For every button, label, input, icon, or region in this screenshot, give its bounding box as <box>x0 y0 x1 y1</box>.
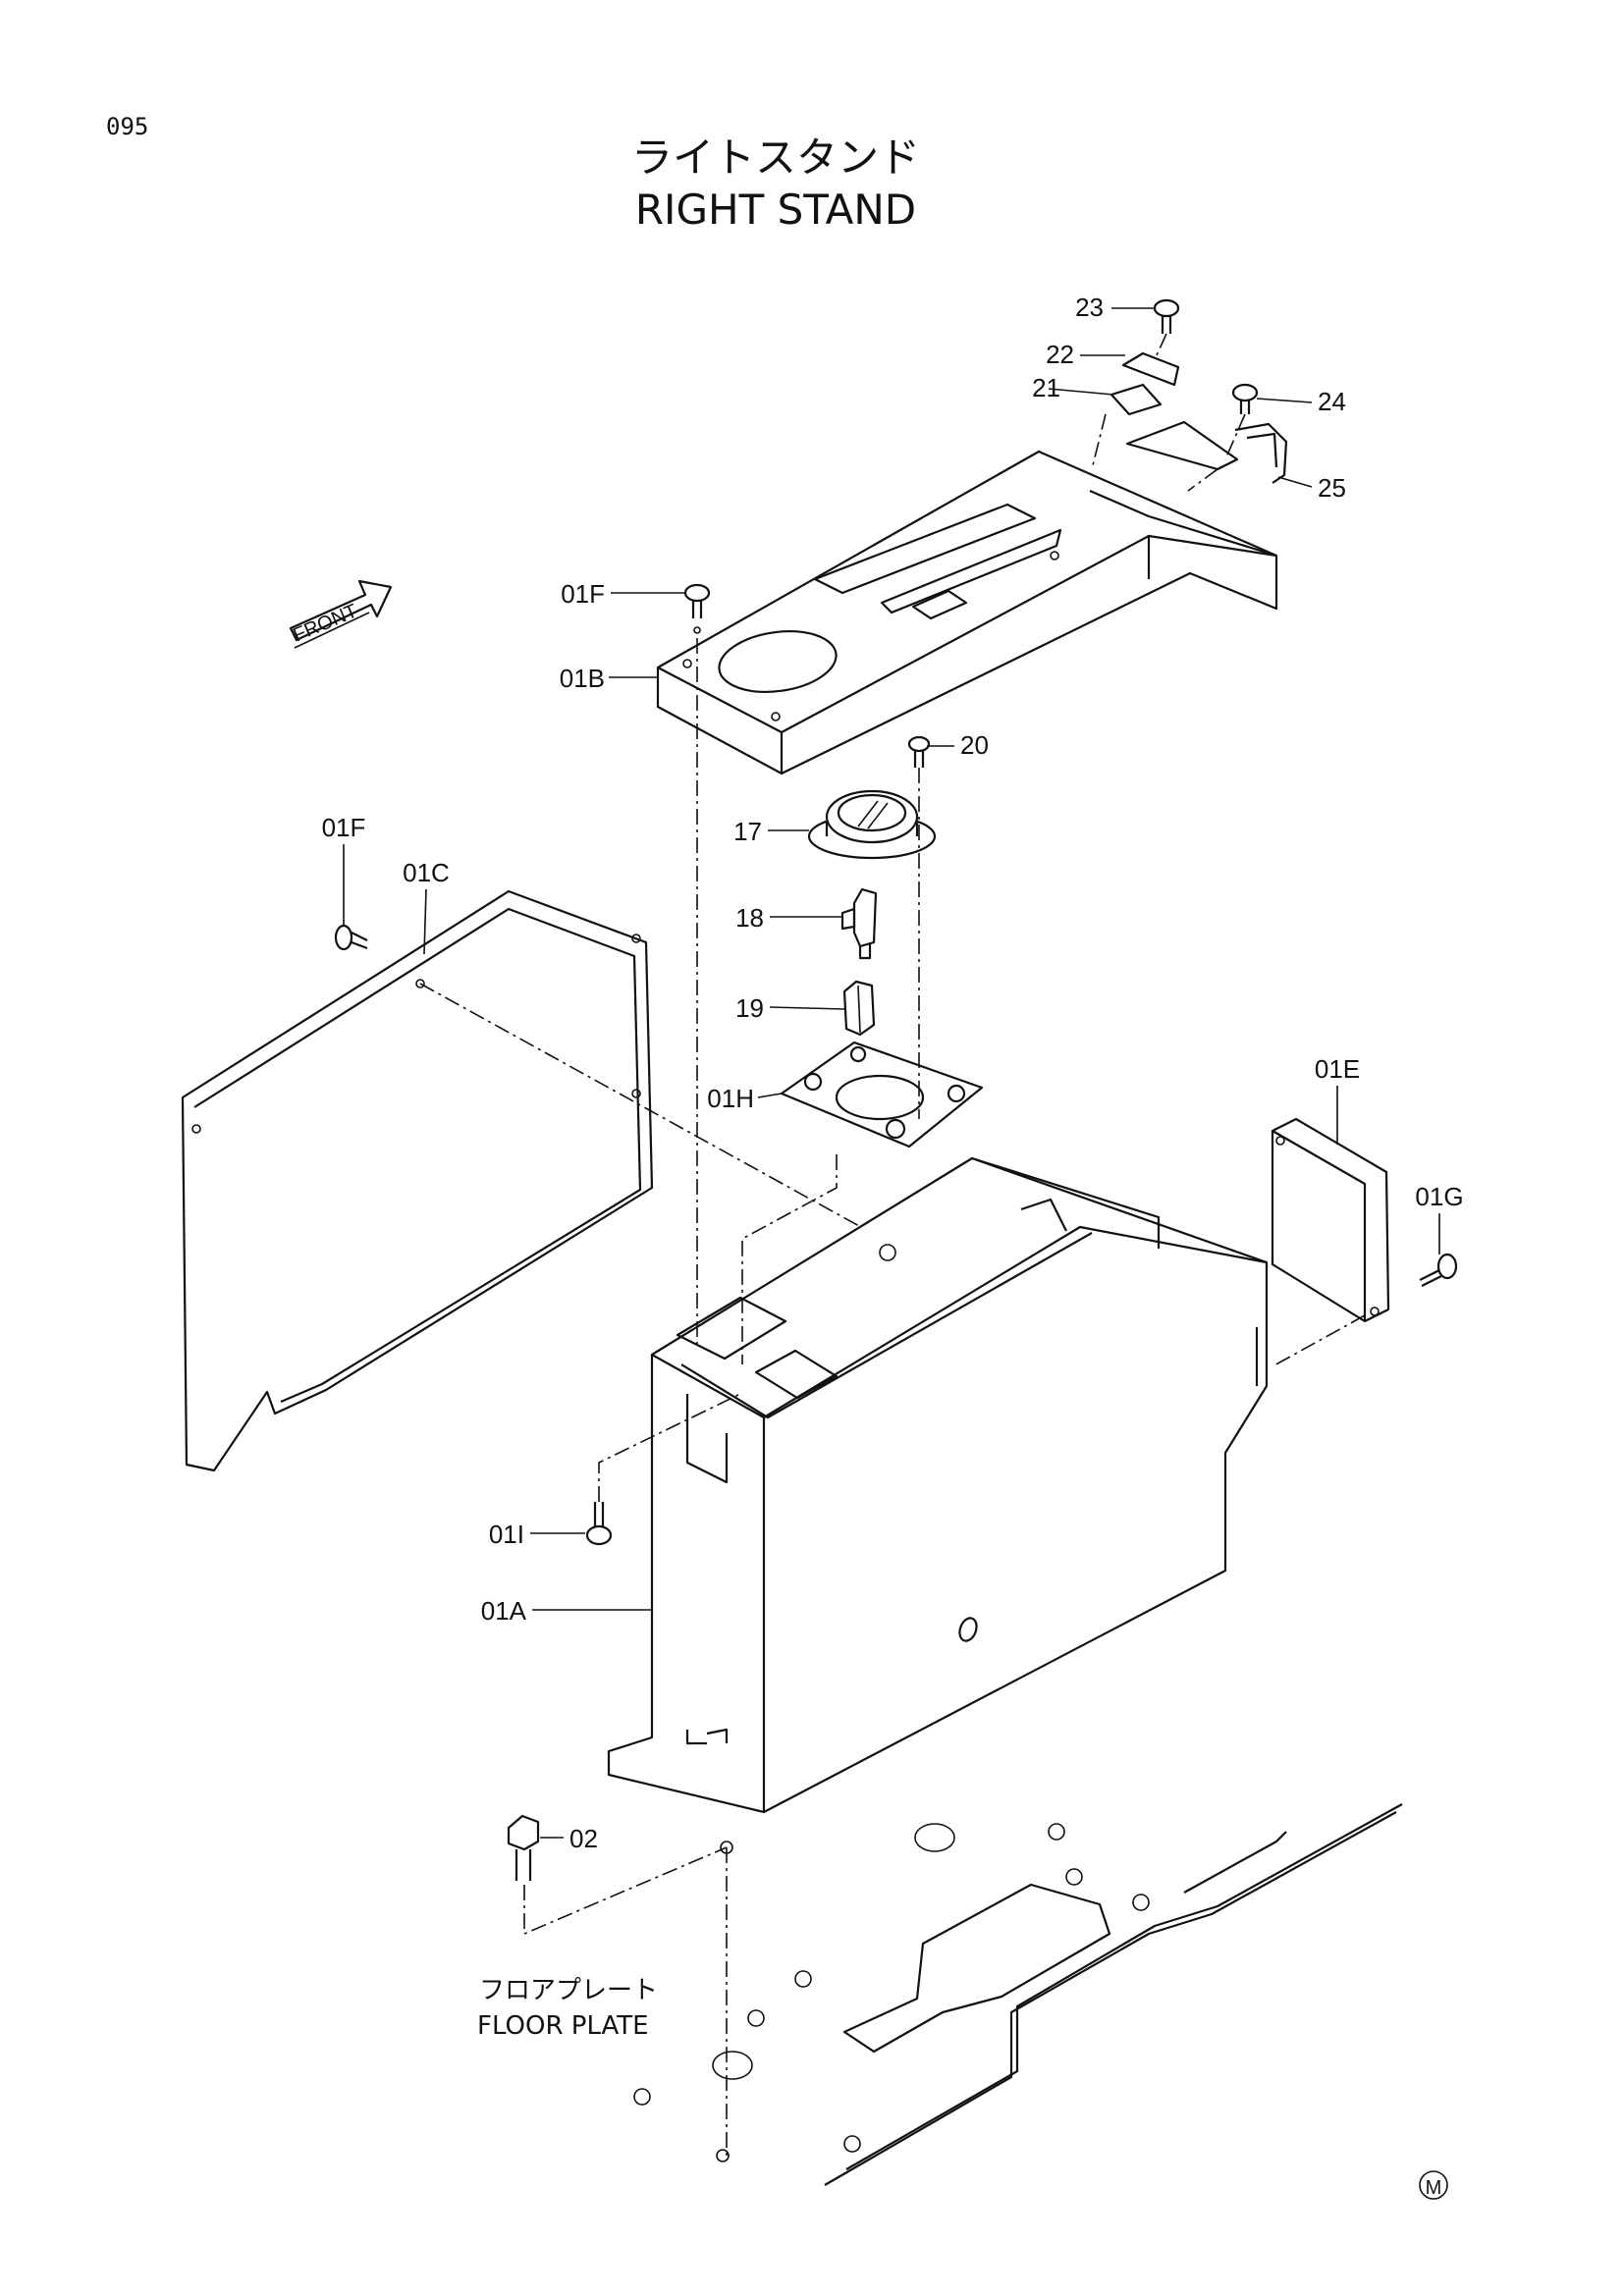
screw-24-icon <box>1224 383 1259 460</box>
top-cover-part <box>656 450 1278 775</box>
base-plate-part <box>780 1041 984 1148</box>
callout-01C: 01C <box>403 858 450 887</box>
m-mark-icon: M <box>1419 2170 1448 2200</box>
light-assembly-part <box>807 789 937 860</box>
front-arrow-icon: FRONT <box>289 579 393 649</box>
callout-23: 23 <box>1075 293 1104 322</box>
floor-plate-label-english: FLOOR PLATE <box>477 2011 649 2041</box>
callout-22: 22 <box>1046 340 1074 369</box>
main-housing-part <box>607 1156 1269 1854</box>
callout-01E: 01E <box>1315 1054 1360 1084</box>
side-cover-part <box>181 889 654 1472</box>
socket-part <box>840 887 878 960</box>
callout-24: 24 <box>1318 387 1346 416</box>
callout-19: 19 <box>735 993 764 1023</box>
callout-01I: 01I <box>489 1520 524 1549</box>
screw-01I-icon <box>585 1502 613 1546</box>
front-arrow-label: FRONT <box>290 600 360 646</box>
screw-01G-icon <box>1419 1253 1458 1287</box>
m-mark-label: M <box>1426 2177 1442 2199</box>
holder-part <box>1121 351 1180 387</box>
callout-01F-top: 01F <box>561 579 605 609</box>
callout-01F-left: 01F <box>322 813 366 842</box>
bolt-02-icon <box>507 1814 540 1881</box>
cover-plate-part <box>1271 1117 1390 1323</box>
screw-01F-left-icon <box>334 924 368 951</box>
hinge-bracket-part <box>1125 420 1288 484</box>
clip-plate-part <box>1110 383 1163 416</box>
callout-01B: 01B <box>560 664 605 693</box>
callout-20: 20 <box>960 730 989 760</box>
callout-01H: 01H <box>707 1084 754 1113</box>
title-english: RIGHT STAND <box>635 186 916 234</box>
callout-02: 02 <box>569 1824 598 1853</box>
floor-plate-part <box>633 1803 1403 2186</box>
callout-01G: 01G <box>1415 1182 1463 1211</box>
page-number: 095 <box>106 113 148 140</box>
screw-23-icon <box>1153 298 1180 356</box>
floor-plate-label-japanese: フロアプレート <box>479 1976 658 2005</box>
title-japanese: ライトスタンド <box>631 133 920 182</box>
screw-01F-top-icon <box>683 583 711 634</box>
callout-01A: 01A <box>481 1596 527 1626</box>
callout-25: 25 <box>1318 473 1346 503</box>
callout-18: 18 <box>735 903 764 933</box>
callout-17: 17 <box>733 817 762 846</box>
screw-20-icon <box>907 735 931 768</box>
callout-21: 21 <box>1032 373 1060 402</box>
hex-nut-part <box>842 980 876 1037</box>
